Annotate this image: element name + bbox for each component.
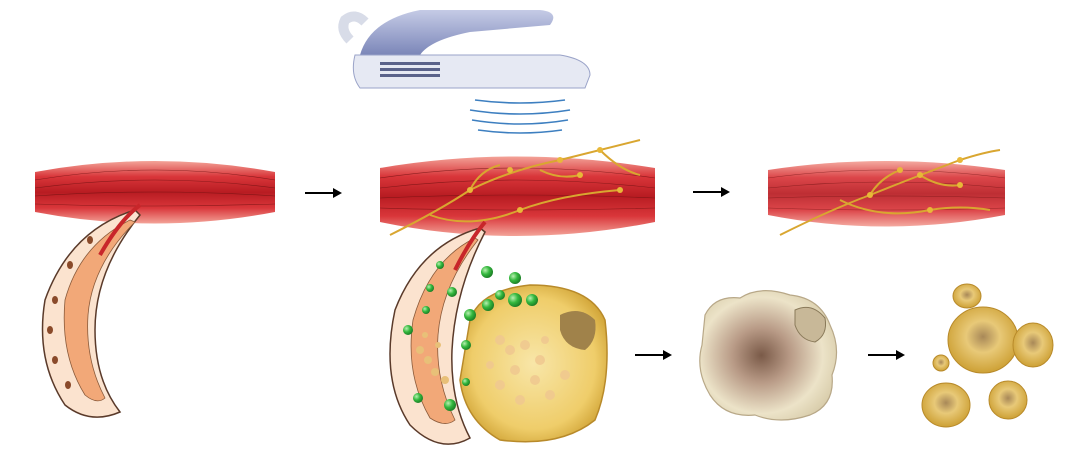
muscle-fiber-3 [767,149,1006,236]
fat-cell-large [459,284,608,443]
arrow-2 [693,187,730,197]
muscle-fiber-1 [34,161,276,224]
blood-vessel-1 [41,203,142,418]
stage-2 [338,10,656,445]
blood-vessel-2 [389,220,487,445]
stage-4 [921,283,1054,428]
arrow-3 [635,350,672,360]
shrunken-fat-cell [699,290,838,421]
stage-3 [699,149,1006,421]
stage-1 [34,161,276,418]
muscle-fiber-2 [379,139,656,236]
small-fat-cells [921,283,1054,428]
arrow-4 [868,350,905,360]
device-icon [338,10,591,134]
arrow-1 [305,188,342,198]
green-particles [403,261,538,411]
